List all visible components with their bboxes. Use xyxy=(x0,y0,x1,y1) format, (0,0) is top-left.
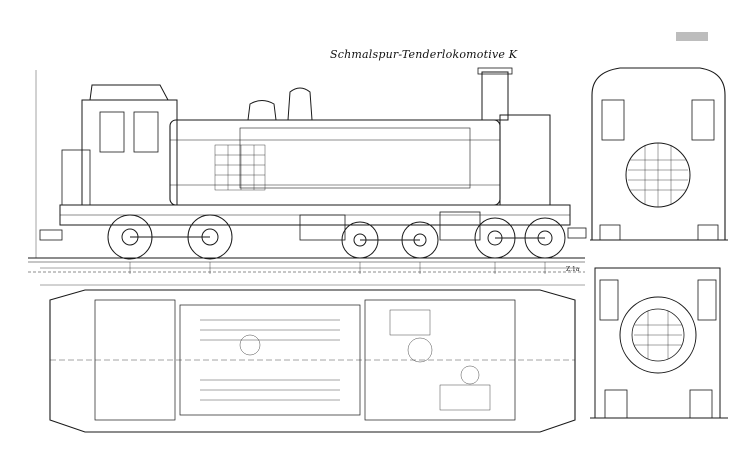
scale-mark: Z.1a xyxy=(566,266,580,273)
plan-view xyxy=(40,284,585,433)
drawing-title: Schmalspur-Tenderlokomotive K xyxy=(330,48,518,61)
drawing-label-plate xyxy=(676,32,708,41)
side-elevation-view xyxy=(28,67,587,274)
end-view-front xyxy=(590,67,728,241)
end-view-section xyxy=(590,267,728,419)
